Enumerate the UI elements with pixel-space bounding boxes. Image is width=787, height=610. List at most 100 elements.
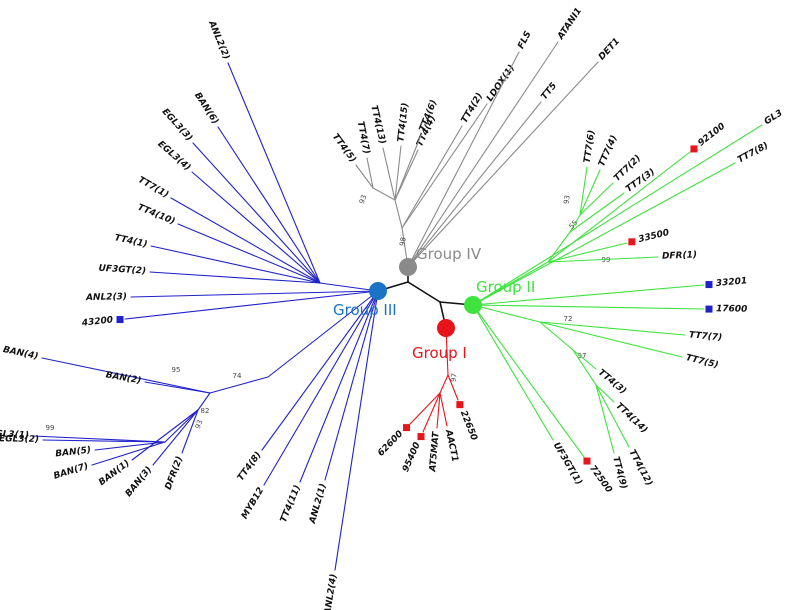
tree-branch xyxy=(394,145,402,201)
marker-33500 xyxy=(628,238,636,246)
leaf-label-tt7-7: TT7(7) xyxy=(689,330,723,343)
tree-branch xyxy=(32,435,166,443)
leaf-label-anl2-3: ANL2(3) xyxy=(85,292,127,303)
tree-branch xyxy=(261,290,379,451)
bootstrap-value: 93 xyxy=(562,195,571,205)
bootstrap-value: 74 xyxy=(233,372,242,380)
leaf-label-tt4-14: TT4(14) xyxy=(613,401,649,435)
tree-branch xyxy=(227,62,321,284)
leaf-label-ban-3: BAN(3) xyxy=(124,465,154,499)
tree-branch xyxy=(131,409,199,461)
tree-branch xyxy=(439,392,448,427)
tree-branch xyxy=(144,381,211,394)
tree-branch xyxy=(209,376,269,394)
leaf-label-ban-6: BAN(6) xyxy=(192,91,220,126)
tree-branch xyxy=(267,290,379,378)
marker-17600 xyxy=(705,305,713,313)
leaf-label-92100: 92100 xyxy=(696,122,727,149)
tree-branch xyxy=(130,290,379,298)
leaf-label-tt4-8: TT4(8) xyxy=(236,450,264,483)
tree-branch xyxy=(472,284,705,306)
tree-branch xyxy=(472,304,541,323)
tree-branch xyxy=(407,101,542,268)
group-ii-node xyxy=(464,296,482,314)
tree-branch xyxy=(407,41,559,268)
tree-branch xyxy=(299,290,379,483)
bootstrap-value: 97 xyxy=(449,373,458,383)
tree-branch xyxy=(150,245,321,284)
tree-branch xyxy=(539,321,686,336)
leaf-label-tt7-6: TT7(6) xyxy=(583,129,598,163)
tree-branch xyxy=(401,103,488,229)
tree-branch xyxy=(547,242,628,263)
leaf-label-gl3: GL3 xyxy=(763,108,785,127)
tree-branch xyxy=(595,384,630,448)
tree-branch xyxy=(319,282,379,292)
tree-branch xyxy=(472,124,763,306)
leaf-label-myb12: MYB12 xyxy=(240,486,266,521)
bootstrap-value: 98 xyxy=(398,237,407,247)
marker-95400 xyxy=(417,433,425,441)
tree-branch xyxy=(191,171,321,284)
tree-branch xyxy=(124,290,379,320)
tree-branch xyxy=(394,134,422,201)
tree-branch xyxy=(192,142,321,284)
leaf-label-tt7-8: TT7(8) xyxy=(736,141,770,166)
tree-branch xyxy=(42,439,166,443)
backbone-branch xyxy=(407,281,441,303)
leaf-label-tt4-9: TT4(9) xyxy=(610,456,628,491)
group-label-ii: Group II xyxy=(476,278,535,296)
group-i-node xyxy=(437,319,455,337)
leaf-label-atani1: ATANI1 xyxy=(556,6,585,42)
leaf-label-17600: 17600 xyxy=(716,304,747,315)
tree-branch xyxy=(572,349,597,370)
marker-72500 xyxy=(583,457,591,465)
leaf-label-det1: DET1 xyxy=(597,37,622,63)
bootstrap-value: 93 xyxy=(194,419,205,430)
group-label-i: Group I xyxy=(412,344,467,362)
tree-branch xyxy=(569,192,625,233)
leaf-label-egl3-2: EGL3(2) xyxy=(0,434,39,445)
tree-branch xyxy=(382,147,396,201)
leaf-label-tt7-4: TT7(4) xyxy=(597,134,620,168)
tree-branch xyxy=(422,392,441,433)
tree-branch xyxy=(472,304,554,441)
leaf-label-tt4-2: TT4(2) xyxy=(460,91,485,125)
tree-branch xyxy=(372,187,396,201)
leaf-label-uf3gt-1: UF3GT(1) xyxy=(551,441,584,487)
leaf-label-tt4-3: TT4(3) xyxy=(596,368,628,397)
tree-branch xyxy=(539,321,574,351)
leaf-label-72500: 72500 xyxy=(587,464,614,495)
group-label-iii: Group III xyxy=(333,301,397,319)
tree-branch xyxy=(355,164,374,189)
tree-branch xyxy=(366,157,374,189)
tree-branch xyxy=(407,51,520,268)
leaf-label-33500: 33500 xyxy=(637,228,670,245)
leaf-label-62600: 62600 xyxy=(376,429,405,458)
leaf-label-tt7-5: TT7(5) xyxy=(685,353,720,371)
tree-branch xyxy=(569,214,581,233)
tree-branch xyxy=(595,384,615,403)
group-iv-node xyxy=(399,258,417,276)
leaf-label-tt4-12: TT4(12) xyxy=(626,448,653,488)
leaf-label-tt4-1: TT4(1) xyxy=(114,233,149,250)
tree-branch xyxy=(547,231,571,263)
group-label-iv: Group IV xyxy=(416,245,482,263)
marker-22650 xyxy=(456,401,464,409)
tree-branch xyxy=(579,166,588,216)
tree-branch xyxy=(579,169,601,216)
tree-branch xyxy=(539,321,683,358)
tree-branch xyxy=(91,441,166,466)
bootstrap-value: 99 xyxy=(602,256,611,264)
tree-branch xyxy=(177,223,321,284)
tree-branch xyxy=(170,197,321,284)
tree-branch xyxy=(472,162,736,306)
leaf-label-uf3gt-2: UF3GT(2) xyxy=(98,264,146,277)
leaf-label-tt4-10: TT4(10) xyxy=(136,203,176,227)
tree-branch xyxy=(181,409,199,454)
tree-branch xyxy=(164,409,199,443)
leaf-label-33201: 33201 xyxy=(716,276,748,289)
leaf-label-anl2-4: ANL2(4) xyxy=(323,573,339,610)
leaf-label-ban-5: BAN(5) xyxy=(55,445,92,459)
leaf-label-aact1: AACT1 xyxy=(443,428,460,463)
